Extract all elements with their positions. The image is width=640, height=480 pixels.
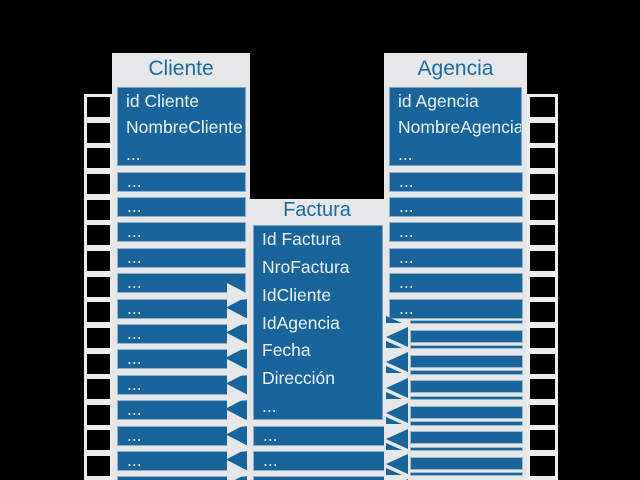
arrowhead-wedge-icon xyxy=(386,391,402,399)
strip-cell xyxy=(87,430,110,451)
field-label: id Agencia xyxy=(398,91,479,111)
strip-cell xyxy=(87,353,110,374)
strip-cell xyxy=(87,97,110,117)
table-row: ... xyxy=(389,273,523,294)
arrowhead-wedge-icon xyxy=(386,442,402,450)
table-row: ... xyxy=(117,450,246,471)
collapsed-row-thin xyxy=(410,319,523,324)
collapsed-row-thick xyxy=(410,405,523,419)
table-row: ... xyxy=(117,171,246,192)
table-row: ... xyxy=(389,196,523,217)
strip-cell xyxy=(529,276,555,297)
row-strip-right xyxy=(526,94,558,480)
table-row: ... xyxy=(117,247,246,268)
field-label: Fecha xyxy=(262,340,311,361)
strip-cell xyxy=(87,456,110,477)
table-row: ... xyxy=(389,222,523,243)
field-label: NroFactura xyxy=(262,256,350,277)
strip-cell xyxy=(529,302,555,323)
arrowhead-wedge-icon xyxy=(386,366,402,374)
table-row: ... xyxy=(389,247,523,268)
collapsed-row-thin xyxy=(410,370,523,375)
table-row: ... xyxy=(117,323,246,344)
table-row: ... xyxy=(117,400,246,421)
field-label: Dirección xyxy=(262,368,335,389)
table-row: ... xyxy=(117,374,246,395)
strip-cell xyxy=(87,148,110,169)
table-title-agencia: Agencia xyxy=(417,57,494,80)
table-row: ... xyxy=(117,222,246,243)
strip-cell xyxy=(87,173,110,194)
strip-cell xyxy=(87,225,110,246)
strip-cell xyxy=(87,327,110,348)
strip-cell xyxy=(529,122,555,143)
field-label: ... xyxy=(262,396,277,417)
collapsed-row-thick xyxy=(410,456,523,470)
strip-cell xyxy=(87,199,110,220)
table-row: ... xyxy=(253,425,385,446)
table-row: ... xyxy=(253,476,385,480)
strip-cell xyxy=(529,148,555,169)
field-label: id Cliente xyxy=(126,91,199,111)
strip-cell xyxy=(87,250,110,271)
strip-cell xyxy=(529,225,555,246)
strip-cell xyxy=(529,353,555,374)
table-title-cliente: Cliente xyxy=(148,57,214,80)
strip-cell xyxy=(529,199,555,220)
row-strip-left xyxy=(84,94,113,480)
table-title-factura: Factura xyxy=(283,199,351,221)
field-label: IdCliente xyxy=(262,284,332,305)
arrowhead-left-icon xyxy=(225,476,247,480)
collapsed-row-thick xyxy=(410,380,523,394)
arrowhead-outline-icon xyxy=(227,460,250,480)
strip-cell xyxy=(87,122,110,143)
collapsed-row-thin xyxy=(410,344,523,350)
table-row: ... xyxy=(253,450,385,471)
collapsed-row-thick xyxy=(410,431,523,445)
strip-cell xyxy=(529,456,555,477)
collapsed-row-thick xyxy=(410,329,523,343)
strip-cell xyxy=(529,250,555,271)
strip-cell xyxy=(529,430,555,451)
strip-cell xyxy=(529,379,555,400)
strip-cell xyxy=(87,379,110,400)
table-row: ... xyxy=(117,298,246,319)
arrowhead-wedge-icon xyxy=(386,315,402,323)
field-label: Id Factura xyxy=(262,229,341,249)
strip-cell xyxy=(87,302,110,323)
collapsed-row-thick xyxy=(410,354,523,368)
table-row: ... xyxy=(117,196,246,217)
table-row: ... xyxy=(389,171,523,192)
table-row: ... xyxy=(117,425,246,446)
strip-cell xyxy=(529,404,555,425)
arrowhead-wedge-icon xyxy=(386,417,402,425)
strip-cell xyxy=(87,276,110,297)
strip-cell xyxy=(529,173,555,194)
arrowhead-wedge-icon xyxy=(386,467,402,475)
table-row: ... xyxy=(117,349,246,370)
table-row: ... xyxy=(117,273,246,294)
collapsed-row-thin xyxy=(410,471,523,477)
collapsed-row-thin xyxy=(410,395,523,401)
field-label: NombreAgencia xyxy=(398,117,522,138)
strip-cell xyxy=(529,327,555,348)
field-label: IdAgencia xyxy=(262,312,340,333)
strip-cell xyxy=(87,404,110,425)
arrowhead-wedge-icon xyxy=(386,340,402,348)
strip-cell xyxy=(529,97,555,117)
collapsed-row-thin xyxy=(410,421,523,426)
field-label: ... xyxy=(126,143,141,164)
collapsed-row-thin xyxy=(410,446,523,451)
table-row: ... xyxy=(389,298,523,319)
field-label: ... xyxy=(398,143,413,164)
field-label: NombreCliente xyxy=(126,117,243,138)
